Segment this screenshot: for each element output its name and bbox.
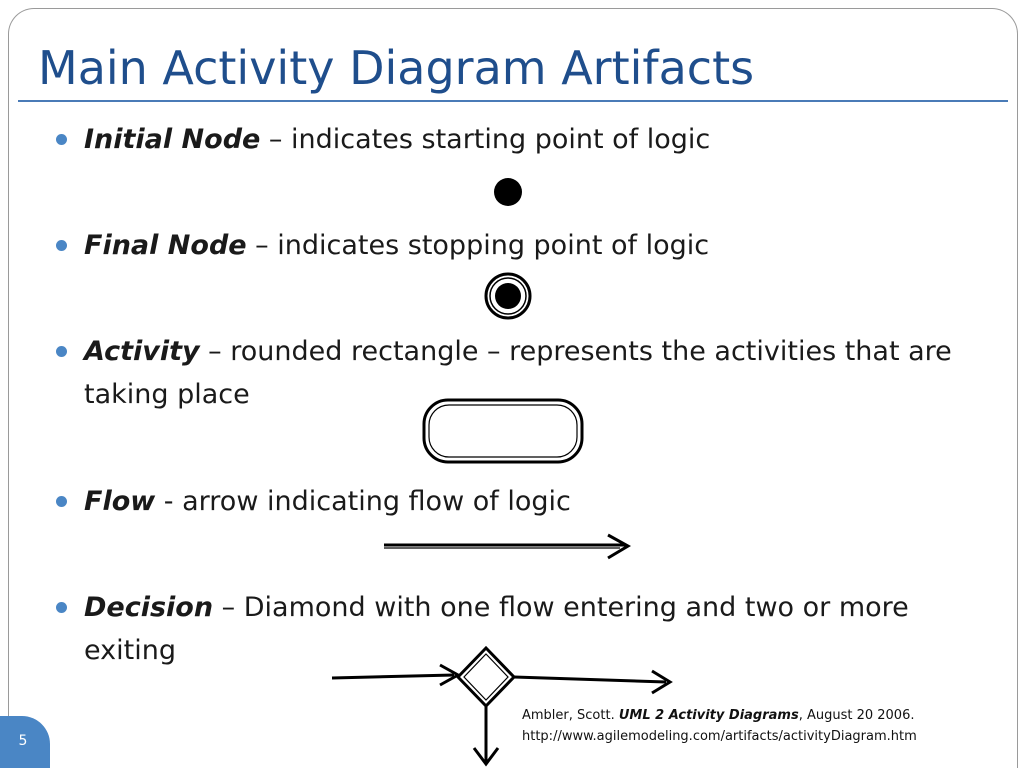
bullet-activity: Activity – rounded rectangle – represent… (56, 330, 1006, 416)
bullet-text: Flow - arrow indicating flow of logic (84, 480, 1006, 523)
bullet-dot-icon (56, 346, 67, 357)
bullet-dot-icon (56, 134, 67, 145)
citation-author: Ambler, Scott. (522, 708, 619, 723)
bullet-term: Activity (84, 336, 200, 367)
title-underline (18, 100, 1008, 102)
bullet-dot-icon (56, 602, 67, 613)
citation-book-title: UML 2 Activity Diagrams (618, 708, 799, 723)
bullet-separator: – (246, 230, 278, 261)
bullet-text: Decision – Diamond with one flow enterin… (84, 586, 1006, 672)
bullet-description: indicates stopping point of logic (277, 230, 710, 261)
bullet-separator: – (260, 124, 292, 155)
bullet-text: Activity – rounded rectangle – represent… (84, 330, 1006, 416)
bullet-initial-node: Initial Node – indicates starting point … (56, 118, 1006, 161)
slide-frame (8, 8, 1018, 768)
citation-date: , August 20 2006. (798, 708, 915, 723)
bullet-flow: Flow - arrow indicating flow of logic (56, 480, 1006, 523)
bullet-term: Flow (84, 486, 156, 517)
activity-rounded-rectangle-icon (422, 398, 584, 464)
bullet-term: Initial Node (84, 124, 261, 155)
bullet-text: Final Node – indicates stopping point of… (84, 224, 1006, 267)
bullet-separator: - (155, 486, 183, 517)
bullet-term: Final Node (84, 230, 247, 261)
bullet-description: rounded rectangle – represents the activ… (84, 336, 952, 410)
bullet-separator: – (199, 336, 231, 367)
initial-node-icon (494, 178, 522, 206)
citation: Ambler, Scott. UML 2 Activity Diagrams, … (522, 705, 917, 747)
decision-diamond-icon (331, 645, 673, 767)
page-number: 5 (18, 733, 28, 749)
bullet-description: Diamond with one flow entering and two o… (84, 592, 909, 666)
citation-url: http://www.agilemodeling.com/artifacts/a… (522, 729, 917, 744)
bullet-dot-icon (56, 240, 67, 251)
bullet-dot-icon (56, 496, 67, 507)
slide-title: Main Activity Diagram Artifacts (38, 41, 755, 95)
bullet-description: indicates starting point of logic (291, 124, 711, 155)
bullet-text: Initial Node – indicates starting point … (84, 118, 1006, 161)
bullet-final-node: Final Node – indicates stopping point of… (56, 224, 1006, 267)
page-number-badge (0, 716, 50, 768)
bullet-term: Decision (84, 592, 214, 623)
bullet-decision: Decision – Diamond with one flow enterin… (56, 586, 1006, 672)
bullet-separator: – (213, 592, 244, 623)
final-node-icon (484, 272, 532, 320)
flow-arrow-icon (384, 533, 632, 560)
citation-line-1: Ambler, Scott. UML 2 Activity Diagrams, … (522, 705, 917, 726)
bullet-description: arrow indicating flow of logic (182, 486, 571, 517)
